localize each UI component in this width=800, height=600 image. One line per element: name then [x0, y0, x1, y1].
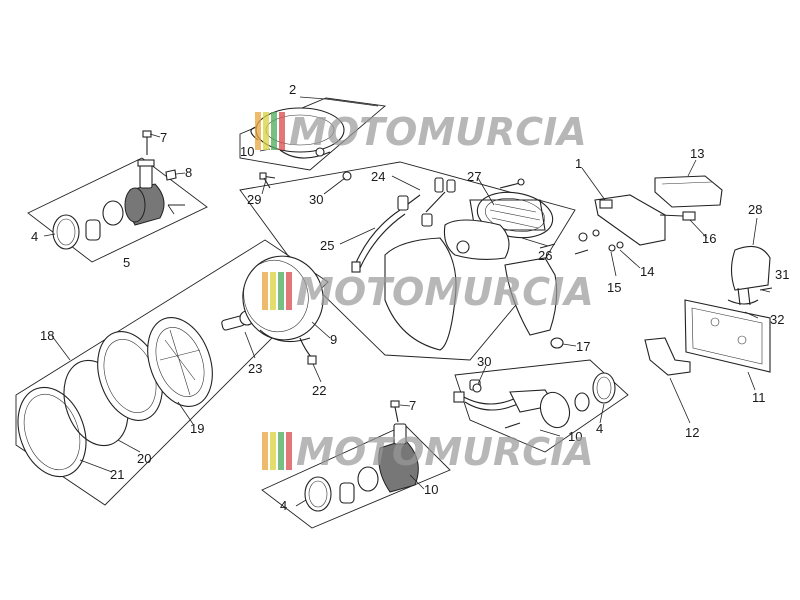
part-turn-signal-front-right [453, 372, 616, 429]
watermark-text: MOTOMURCIA [296, 430, 594, 474]
part-license-plate [644, 299, 771, 376]
callout-21: 21 [110, 467, 124, 482]
part-tail-light-group [351, 177, 564, 351]
callout-19: 19 [190, 421, 204, 436]
watermark-text: MOTOMURCIA [296, 270, 594, 314]
part-turn-signal-rear-left [52, 130, 185, 250]
box-part-2 [239, 97, 387, 171]
part-turn-signal-front-left [304, 400, 419, 512]
callout-15: 15 [607, 280, 621, 295]
callout-2: 2 [289, 82, 296, 97]
callout-25: 25 [320, 238, 334, 253]
part-plate-light [727, 245, 773, 306]
callout-5: 5 [123, 255, 130, 270]
callout-22: 22 [312, 383, 326, 398]
part-headlight-assembly [17, 255, 324, 478]
watermark-stripe [270, 432, 276, 470]
watermark-stripe [262, 432, 268, 470]
callout-30-lower: 30 [477, 354, 491, 369]
callout-7: 7 [160, 130, 167, 145]
watermark-middle: MOTOMURCIA [262, 270, 594, 314]
watermark-stripe [286, 432, 292, 470]
callout-31: 31 [775, 267, 789, 282]
watermark-stripe [262, 272, 268, 310]
callout-12: 12 [685, 425, 699, 440]
watermark-stripe [279, 112, 285, 150]
leader-lines [43, 96, 771, 507]
callout-7-lower: 7 [409, 398, 416, 413]
part-fasteners [263, 177, 482, 393]
callout-20: 20 [137, 451, 151, 466]
callout-14: 14 [640, 264, 654, 279]
callout-1: 1 [575, 156, 582, 171]
box-turn-signal-front-left [261, 424, 451, 529]
watermark-group: MOTOMURCIA MOTOMURCIA MOTOMURCIA [255, 110, 594, 474]
callout-10-lower: 10 [424, 482, 438, 497]
callout-18: 18 [40, 328, 54, 343]
callout-10: 10 [240, 144, 254, 159]
callout-4-lower: 4 [280, 498, 287, 513]
callout-29: 29 [247, 192, 261, 207]
watermark-stripe [270, 272, 276, 310]
callout-26: 26 [538, 248, 552, 263]
callout-28: 28 [748, 202, 762, 217]
watermark-text: MOTOMURCIA [289, 110, 587, 154]
callout-27: 27 [467, 169, 481, 184]
part-license-bracket [574, 175, 723, 255]
watermark-stripe [271, 112, 277, 150]
watermark-stripe [255, 112, 261, 150]
callout-4: 4 [31, 229, 38, 244]
watermark-stripe [278, 432, 284, 470]
watermark-stripe [286, 272, 292, 310]
callout-10-right: 10 [568, 429, 582, 444]
box-headlight [15, 239, 329, 506]
callout-11: 11 [752, 390, 766, 405]
part-2-lamp-housing [250, 107, 352, 181]
watermark-bottom: MOTOMURCIA [262, 430, 594, 474]
callout-23: 23 [248, 361, 262, 376]
callout-30: 30 [309, 192, 323, 207]
watermark-top: MOTOMURCIA [255, 110, 587, 154]
watermark-stripe [263, 112, 269, 150]
callout-32: 32 [770, 312, 784, 327]
callout-labels: 2 7 8 10 29 30 24 27 1 13 28 4 5 16 14 1… [31, 82, 789, 513]
callout-9: 9 [330, 332, 337, 347]
callout-17: 17 [576, 339, 590, 354]
part-shapes [17, 107, 773, 512]
callout-8: 8 [185, 165, 192, 180]
callout-4-right: 4 [596, 421, 603, 436]
watermark-stripe [278, 272, 284, 310]
callout-13: 13 [690, 146, 704, 161]
box-turn-signal-front-right [454, 359, 629, 453]
callout-16: 16 [702, 231, 716, 246]
callout-24: 24 [371, 169, 385, 184]
